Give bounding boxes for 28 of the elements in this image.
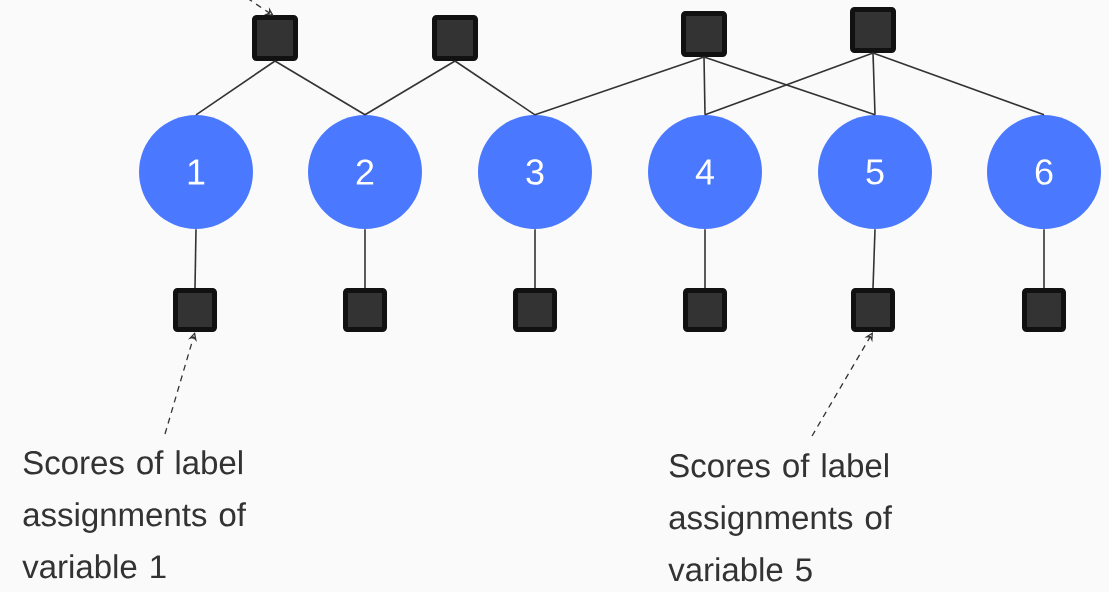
factor-square <box>432 15 478 61</box>
connector-line <box>274 60 366 116</box>
connector-line <box>872 52 876 116</box>
factor-square <box>681 11 727 57</box>
connector-line <box>534 228 536 289</box>
factor-square <box>683 288 727 332</box>
factor-square <box>1022 288 1066 332</box>
connector-line <box>704 228 706 289</box>
leader-arrow <box>164 332 197 435</box>
connector-line <box>195 60 276 116</box>
factor-square <box>343 288 387 332</box>
annotation-text: Scores of label assignments of variable 1 <box>22 450 246 579</box>
connector-line <box>703 56 706 116</box>
connector-line <box>1043 228 1045 289</box>
connector-line <box>534 56 705 116</box>
leader-arrow <box>811 332 873 437</box>
connector-line <box>364 228 366 289</box>
factor-square <box>173 288 217 332</box>
connector-line <box>454 60 536 116</box>
factor-square <box>851 288 895 332</box>
connector-line <box>872 52 1045 116</box>
factor-square <box>513 288 557 332</box>
factor-square <box>850 7 896 53</box>
connector-line <box>872 228 876 289</box>
connector-line <box>194 228 197 289</box>
factor-square <box>252 15 298 61</box>
connector-line <box>364 60 456 116</box>
annotation-text: Scores of label assignments of variable 5 <box>668 453 892 582</box>
